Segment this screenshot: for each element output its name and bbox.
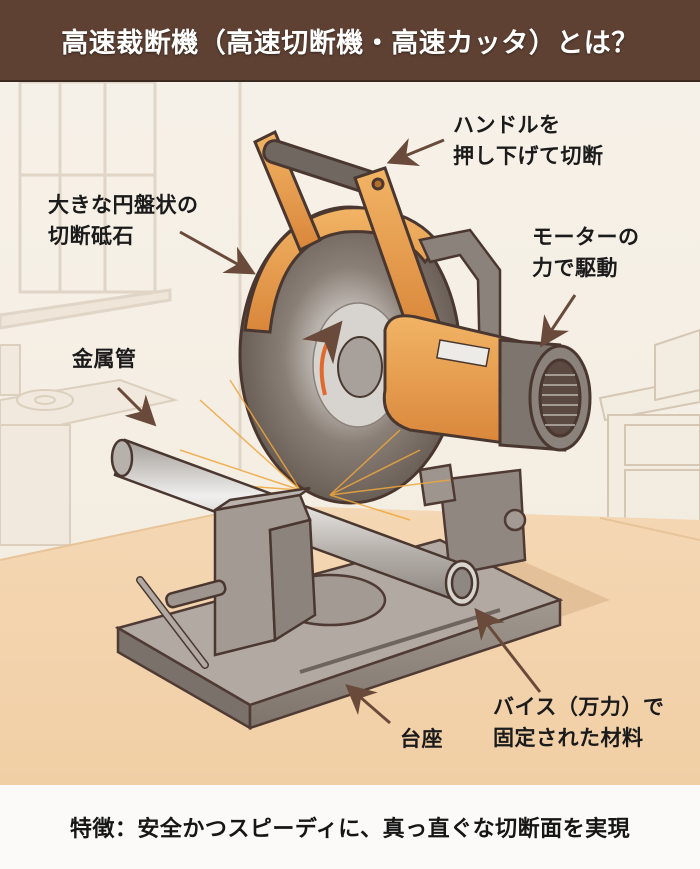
background-right-cabinet <box>598 328 700 536</box>
arrow-motor <box>540 294 577 348</box>
label-base: 台座 <box>400 724 443 755</box>
vise <box>136 486 317 669</box>
label-handle-line2: 押し下げて切断 <box>453 144 604 168</box>
arrow-disc <box>179 230 256 275</box>
label-vise-line2: 固定された材料 <box>493 726 644 750</box>
illustration-scene: ハンドルを 押し下げて切断 大きな円盤状の 切断砥石 モーターの 力で駆動 金属… <box>0 82 700 785</box>
label-base-line1: 台座 <box>400 727 443 751</box>
page-title: 高速裁断機（高速切断機・高速カッタ）とは？ <box>61 27 639 59</box>
label-vise-line1: バイス（万力）で <box>493 695 665 719</box>
arrow-handle <box>386 138 445 166</box>
cutoff-saw-illustration <box>0 82 700 785</box>
label-handle: ハンドルを 押し下げて切断 <box>453 110 604 172</box>
footer-banner: 特徴：安全かつスピーディに、真っ直ぐな切断面を実現 <box>0 785 700 869</box>
label-handle-line1: ハンドルを <box>453 113 561 137</box>
label-motor: モーターの 力で駆動 <box>532 222 640 284</box>
background-left-bench <box>0 344 179 546</box>
background-window <box>0 82 242 470</box>
arrow-base <box>345 684 391 725</box>
feature-summary: 特徴：安全かつスピーディに、真っ直ぐな切断面を実現 <box>69 817 631 842</box>
label-motor-line2: 力で駆動 <box>532 256 618 280</box>
label-disc: 大きな円盤状の 切断砥石 <box>48 190 199 252</box>
arrow-pipe <box>116 386 157 427</box>
arrow-vise <box>474 607 542 693</box>
label-vise: バイス（万力）で 固定された材料 <box>493 692 664 754</box>
label-pipe: 金属管 <box>72 344 137 375</box>
motor <box>382 314 592 452</box>
label-pipe-line1: 金属管 <box>72 347 137 371</box>
title-banner: 高速裁断機（高速切断機・高速カッタ）とは？ <box>0 0 700 82</box>
label-motor-line1: モーターの <box>532 225 640 249</box>
callout-arrows <box>116 138 577 725</box>
label-disc-line2: 切断砥石 <box>48 224 134 248</box>
label-disc-line1: 大きな円盤状の <box>48 193 199 217</box>
motor-support <box>418 463 527 577</box>
